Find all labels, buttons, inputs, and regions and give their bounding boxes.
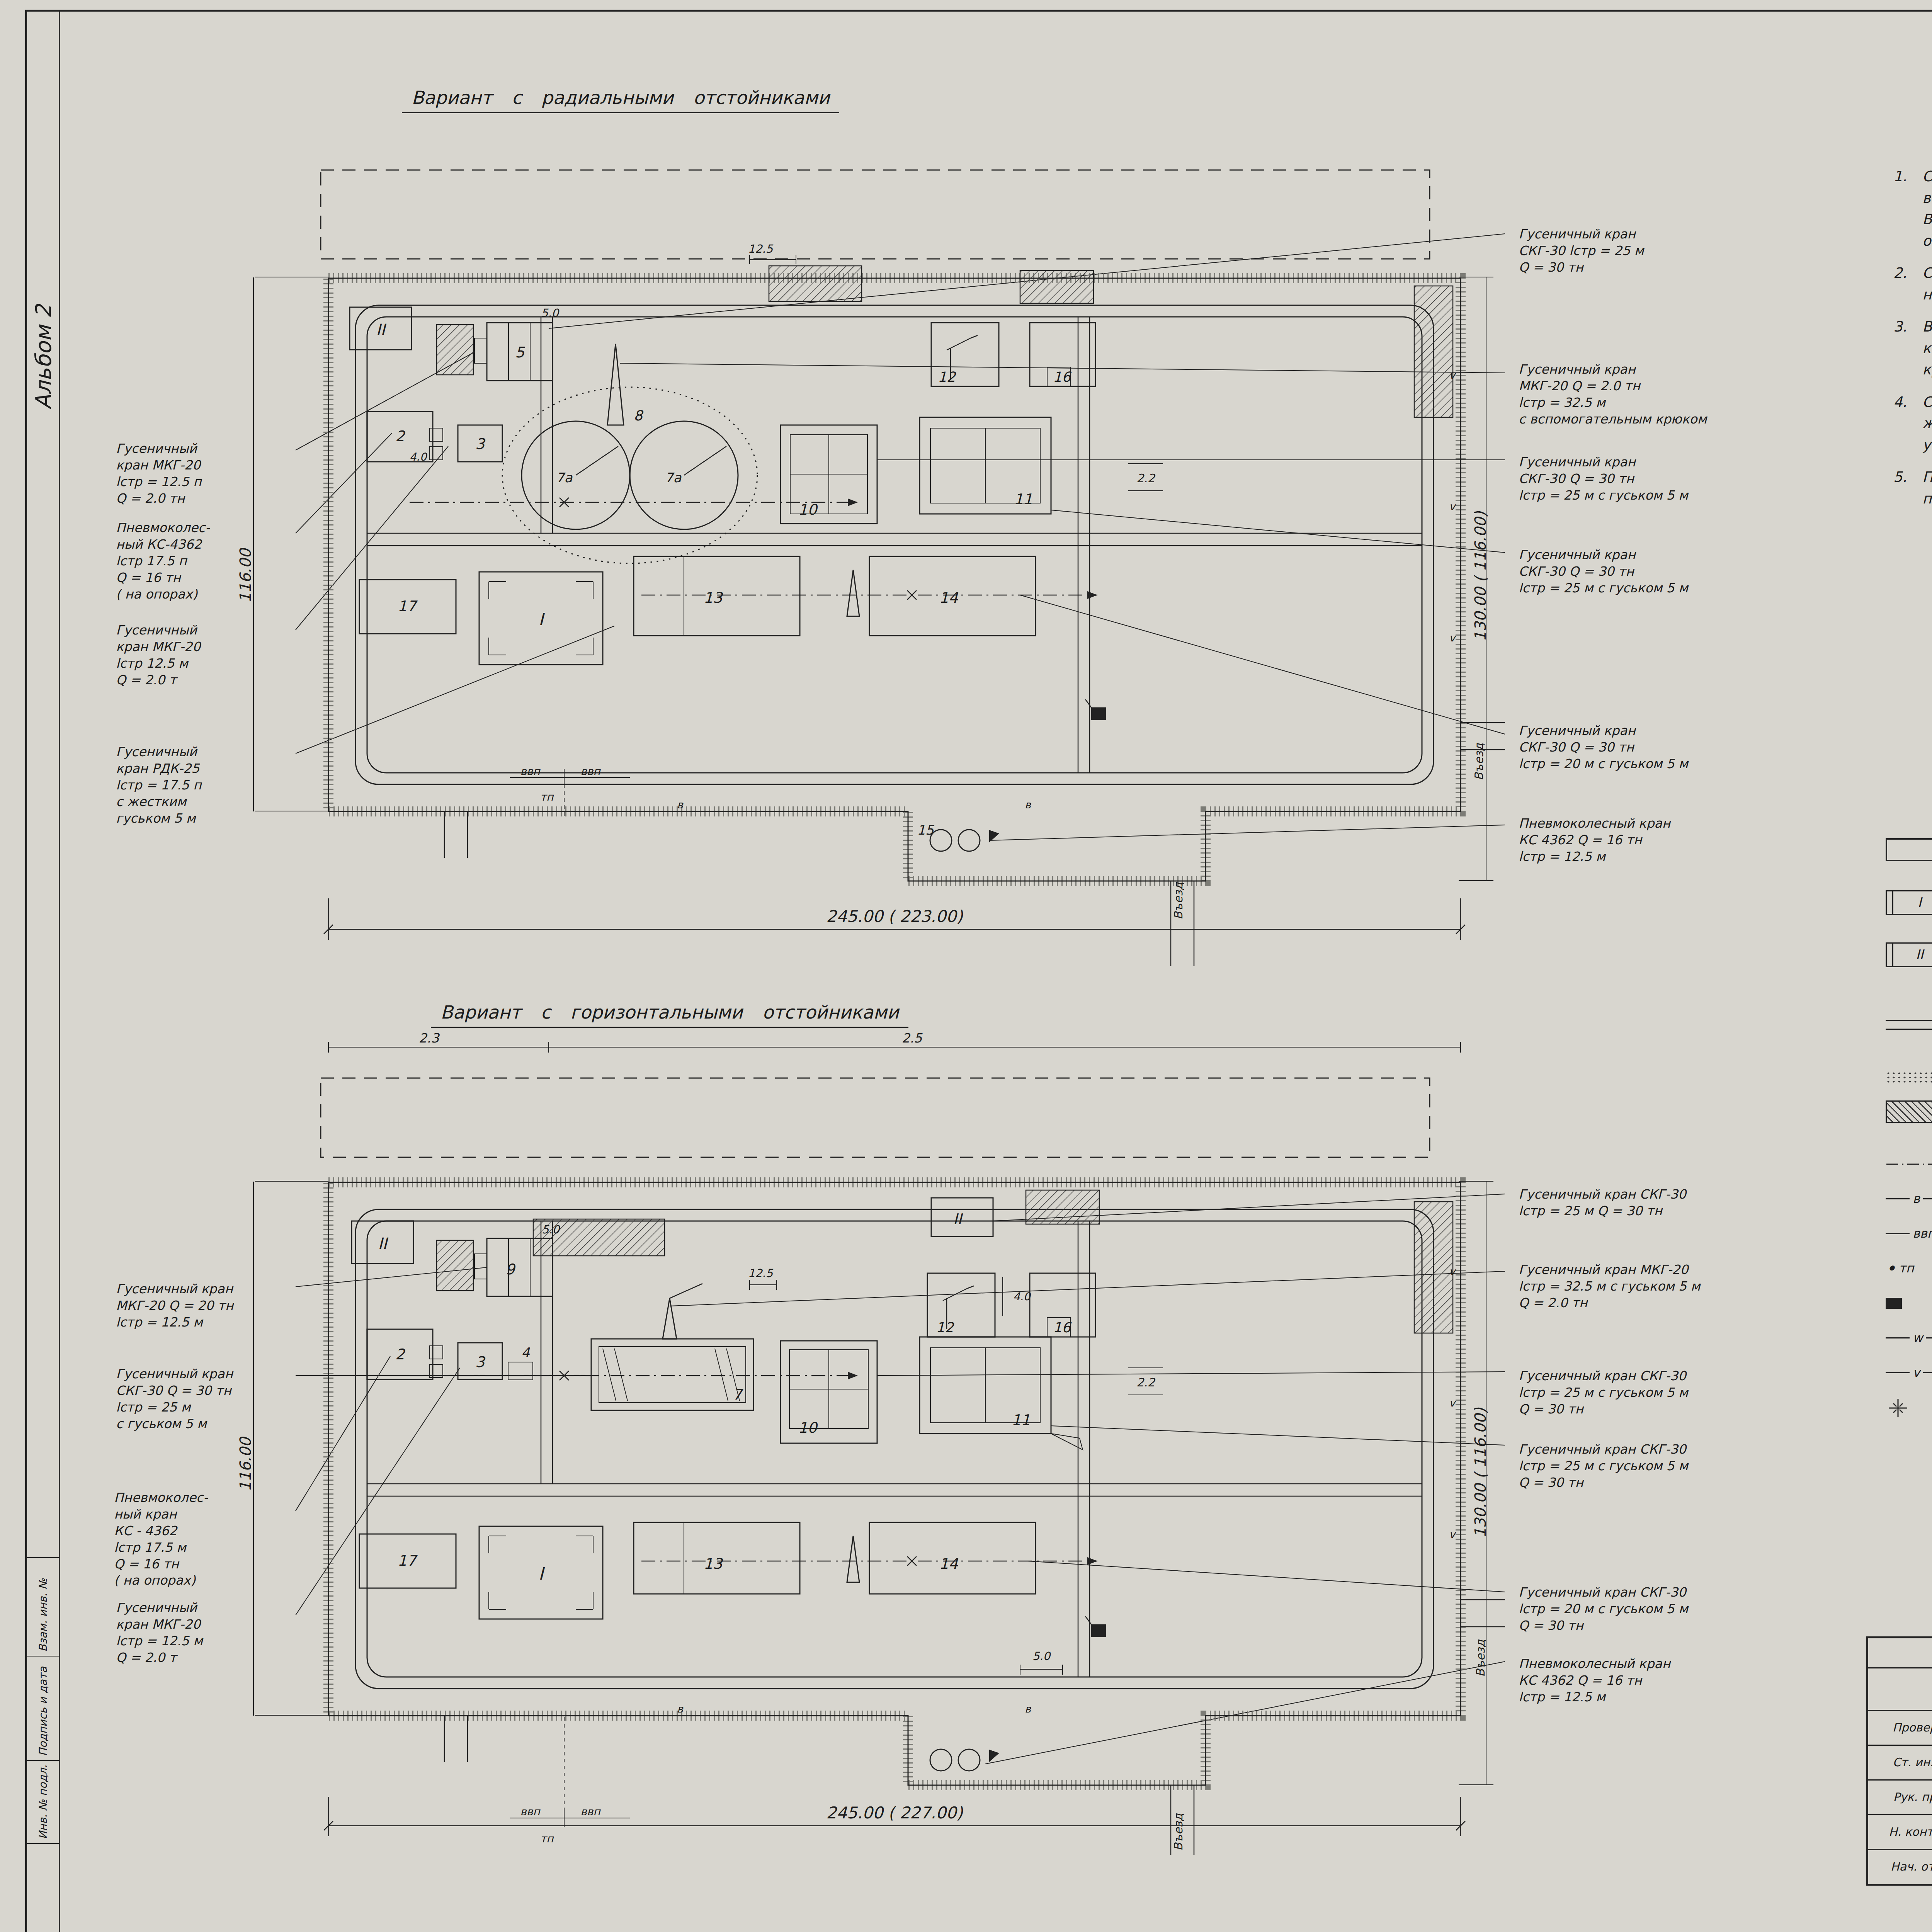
plan-horizontal-graphics bbox=[296, 1042, 1505, 1855]
dim-tick bbox=[255, 1181, 328, 1182]
building-13-label: 13 bbox=[704, 1555, 723, 1572]
row-role: Ст. инж bbox=[1868, 1745, 1932, 1779]
building-8-label: 8 bbox=[634, 408, 644, 423]
building-3-label: 3 bbox=[475, 1354, 486, 1371]
dim-right-radial: 130.00 ( 116.00) bbox=[1471, 511, 1489, 641]
crane-label: Гусеничный кран СКГ-30 lстр = 25 м с гус… bbox=[1519, 1368, 1820, 1418]
building-II2-label: II bbox=[953, 1211, 963, 1228]
frame-margin-line bbox=[59, 10, 60, 1932]
legend-item: Путь движения монтажного крана bbox=[1886, 1153, 1932, 1175]
entrance-label: Въезд bbox=[1172, 882, 1185, 920]
building-4-label: 4 bbox=[521, 1345, 530, 1360]
note-text: Стройгенплан составлен на период возведе… bbox=[1922, 262, 1932, 305]
legend-item: Временные автомобильные дороги. bbox=[1886, 1066, 1932, 1088]
b-mark: в bbox=[1025, 1703, 1031, 1715]
dim-2-2: 2.2 bbox=[1136, 471, 1156, 485]
dim-tick bbox=[1459, 1181, 1493, 1182]
dim-tick bbox=[255, 1715, 328, 1716]
crane-label: Гусеничный кран СКГ-30 lстр = 25 м Q = 3… bbox=[1519, 226, 1812, 276]
crane-label: Пневмоколес- ный КС-4362 lстр 17.5 п Q =… bbox=[116, 520, 282, 602]
row-role: Провер. bbox=[1868, 1710, 1932, 1745]
dim-tick bbox=[1459, 880, 1493, 881]
crane-label: Гусеничный кран СКГ-30 Q = 30 тн lстр = … bbox=[1519, 547, 1812, 597]
drinking-water-symbol: ввп bbox=[1886, 1223, 1932, 1245]
building-10-label: 10 bbox=[798, 501, 818, 518]
connection-point-symbol: •тп bbox=[1886, 1257, 1932, 1280]
legend-item: Проектируемые автомобильные дороги (без … bbox=[1886, 1014, 1932, 1053]
dim-2-2: 2.2 bbox=[1136, 1376, 1156, 1389]
row-role: Нач. отд bbox=[1868, 1849, 1932, 1884]
crane-label: Гусеничный кран СКГ-30 lстр = 25 м Q = 3… bbox=[1519, 1186, 1820, 1219]
plan-horizontal-labels: 2.3 2.5 II 9 5.0 2 3 4 7 12.5 10 11 12 1… bbox=[378, 1031, 1487, 1851]
station-title-line1: Станции физико-химической очистки сточны… bbox=[1868, 1668, 1932, 1689]
note-item: 1. Стройгенплан разработан на вариант об… bbox=[1893, 166, 1932, 252]
crane-path-symbol bbox=[1886, 1153, 1932, 1175]
dim-4-0: 4.0 bbox=[1013, 1290, 1031, 1303]
v-mark: v bbox=[1449, 1528, 1456, 1540]
note-number: 2. bbox=[1893, 262, 1922, 305]
plan-radial-graphics bbox=[296, 170, 1505, 966]
building-I-label: I bbox=[539, 609, 545, 629]
building-16-label: 16 bbox=[1053, 369, 1072, 385]
building-13-label: 13 bbox=[704, 589, 723, 606]
note-text: Стройгенплан разработан на вариант обезв… bbox=[1922, 166, 1932, 252]
crane-label: Гусеничный кран СКГ-30 Q = 30 тн lстр = … bbox=[1519, 723, 1812, 772]
entrance-label: Въезд bbox=[1172, 1813, 1185, 1851]
building-14-label: 14 bbox=[939, 1555, 959, 1572]
building-3-label: 3 bbox=[475, 435, 486, 452]
crane-label: Гусеничный кран СКГ-30 Q = 30 тн lстр = … bbox=[1519, 454, 1812, 504]
tp-label: тп bbox=[540, 1832, 554, 1845]
building-11-label: 11 bbox=[1014, 491, 1032, 508]
legend-item: w Высоковольтный кабель bbox=[1886, 1327, 1932, 1349]
crane-label: Пневмоколес- ный кран КС - 4362 lстр 17.… bbox=[114, 1490, 284, 1589]
legend-section: Условные обозначения Проектируемые соору… bbox=[1886, 800, 1932, 1432]
storage-symbol bbox=[1886, 1100, 1932, 1123]
legend-item: Проектируемые сооружения станции физи- к… bbox=[1886, 838, 1932, 878]
v-mark: v bbox=[1449, 500, 1456, 512]
legend-item: Комплектная трансформаторная подстанция … bbox=[1886, 1292, 1932, 1315]
margin-label-vzam: Взам. инв. № bbox=[37, 1578, 49, 1652]
building-9-label: 9 bbox=[505, 1261, 516, 1278]
note-item: 3. Временные площадки складирования сбор… bbox=[1893, 316, 1932, 381]
notes-section: Примечания 1. Стройгенплан разработан на… bbox=[1893, 128, 1932, 520]
building-11-label: 11 bbox=[1012, 1412, 1030, 1429]
tp-label: тп bbox=[540, 791, 554, 803]
building-I-label: I bbox=[539, 1564, 545, 1583]
crane-label: Гусеничный кран МКГ-20 Q = 20 тн lстр = … bbox=[116, 1281, 286, 1331]
building-15-label: 15 bbox=[917, 822, 935, 838]
b-mark: в bbox=[1025, 799, 1031, 811]
dim-left-horizontal: 116.00 bbox=[236, 1437, 254, 1492]
dim-2-5: 2.5 bbox=[902, 1031, 923, 1046]
legend-item: I Участок для размещения временных инвен… bbox=[1886, 890, 1932, 930]
note-text: Временные площадки складирования сборных… bbox=[1922, 316, 1932, 381]
temp-power-symbol: v bbox=[1886, 1362, 1932, 1384]
building-14-label: 14 bbox=[939, 589, 959, 606]
building-II-label: II bbox=[376, 321, 387, 338]
hv-cable-symbol: w bbox=[1886, 1327, 1932, 1349]
zone-II-symbol: II bbox=[1886, 942, 1932, 967]
vvp-label: ввп bbox=[580, 1805, 601, 1818]
temp-water-symbol: в bbox=[1886, 1188, 1932, 1210]
floodlight-mast-symbol bbox=[1886, 1396, 1932, 1420]
site-plan-radial: II 5 5.0 2 3 4.0 8 7а 7а 10 11 12 16 2.2… bbox=[294, 162, 1507, 1005]
legend-item: ввп хозяйственно-питьевой водопровод bbox=[1886, 1223, 1932, 1245]
legend-item: Прожекторная мачта. bbox=[1886, 1396, 1932, 1420]
note-number: 5. bbox=[1893, 466, 1922, 509]
v-mark: v bbox=[1449, 632, 1456, 644]
dim-5-0: 5.0 bbox=[541, 306, 560, 320]
proposed-building-symbol bbox=[1886, 838, 1932, 861]
building-12-label: 12 bbox=[938, 369, 956, 385]
note-number: 3. bbox=[1893, 316, 1922, 381]
dim-2-3: 2.3 bbox=[419, 1031, 440, 1046]
zone-I-symbol: I bbox=[1886, 890, 1932, 915]
building-II-label: II bbox=[378, 1235, 389, 1252]
album-label: Альбом 2 bbox=[31, 304, 56, 410]
dim-12-5: 12.5 bbox=[748, 242, 774, 255]
note-number: 1. bbox=[1893, 166, 1922, 252]
title-block: ТП 902-03-87.88 ОС Станции физико-химиче… bbox=[1866, 1636, 1932, 1886]
dim-12-5: 12.5 bbox=[748, 1267, 774, 1280]
building-2-label: 2 bbox=[395, 1346, 406, 1363]
building-12-label: 12 bbox=[936, 1320, 954, 1335]
site-plan-horizontal: 2.3 2.5 II 9 5.0 2 3 4 7 12.5 10 11 12 1… bbox=[294, 1028, 1507, 1862]
